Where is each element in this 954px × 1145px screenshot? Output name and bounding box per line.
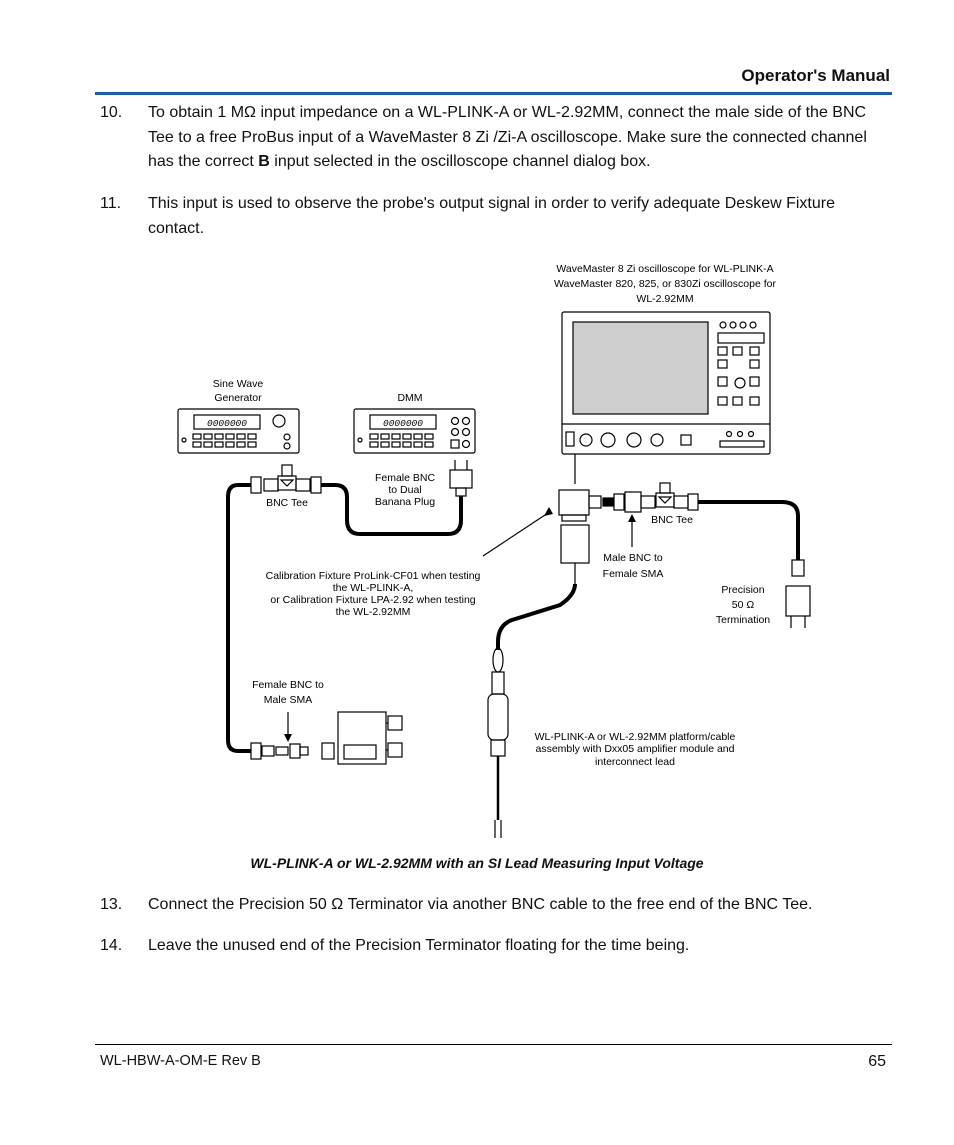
label-prec-3: Termination: [716, 614, 770, 626]
label-platform-2: assembly with Dxx05 amplifier module and: [535, 743, 734, 755]
label-cal-1: Calibration Fixture ProLink-CF01 when te…: [266, 570, 481, 582]
label-sine-2: Generator: [214, 392, 262, 404]
header-rule: [95, 92, 892, 95]
step-14: 14. Leave the unused end of the Precisio…: [100, 934, 890, 959]
cable-fixture-to-probe: [496, 583, 577, 650]
figure-caption: WL-PLINK-A or WL-2.92MM with an SI Lead …: [250, 855, 704, 871]
sine-wave-generator: [177, 408, 300, 454]
footer-doc-id: WL-HBW-A-OM-E Rev B: [100, 1053, 261, 1069]
label-prec-2: 50 Ω: [732, 599, 755, 611]
label-platform-3: interconnect lead: [595, 756, 675, 768]
label-fbnc-3: Banana Plug: [375, 496, 435, 508]
step-13: 13. Connect the Precision 50 Ω Terminato…: [100, 893, 890, 918]
label-male-bnc-2: Female SMA: [603, 568, 664, 580]
label-fsma-1: Female BNC to: [252, 679, 324, 691]
banana-plug: [449, 460, 473, 497]
label-bnc-tee-right: BNC Tee: [651, 514, 693, 526]
step-text: Leave the unused end of the Precision Te…: [148, 937, 690, 954]
bnc-tee-left: [250, 464, 322, 494]
step-11: 11. This input is used to observe the pr…: [100, 192, 890, 241]
step-number: 10.: [100, 104, 123, 121]
label-scope-2: WaveMaster 820, 825, or 830Zi oscillosco…: [554, 278, 776, 290]
step-text: Connect the Precision 50 Ω Terminator vi…: [148, 896, 813, 913]
sine-generator-display: [193, 414, 261, 430]
header-title: Operator's Manual: [741, 66, 890, 85]
label-fsma-2: Male SMA: [264, 694, 312, 706]
precision-termination: [785, 559, 811, 628]
label-fbnc-2: to Dual: [388, 484, 421, 496]
male-bnc-adapter: [588, 491, 642, 513]
arrow-calibration-fixture: [482, 512, 549, 557]
label-scope-1: WaveMaster 8 Zi oscilloscope for WL-PLIN…: [556, 263, 773, 275]
footer-rule: [95, 1044, 892, 1045]
oscilloscope-knobs: [565, 321, 765, 448]
cable-tee-to-termination: [698, 500, 800, 560]
label-scope-3: WL-2.92MM: [636, 293, 693, 305]
label-prec-1: Precision: [721, 584, 764, 596]
platform-cable-assembly: [487, 647, 509, 838]
label-cal-4: the WL-2.92MM: [336, 606, 411, 618]
sine-display-text: 0000000: [207, 418, 247, 429]
female-bnc-to-male-sma: [250, 742, 335, 760]
cable-generator-to-fixture: [226, 483, 251, 753]
dmm: [353, 408, 476, 454]
dmm-display: [369, 414, 437, 430]
cable-tee-to-dmm: [321, 483, 463, 536]
label-cal-3: or Calibration Fixture LPA-2.92 when tes…: [270, 594, 475, 606]
step-number: 13.: [100, 896, 123, 913]
label-bnc-tee-left: BNC Tee: [266, 497, 308, 509]
step-text: This input is used to observe the probe'…: [148, 195, 835, 237]
label-dmm: DMM: [397, 392, 422, 404]
page-number: 65: [868, 1053, 886, 1070]
calibration-fixture: [558, 489, 590, 584]
label-cal-2: the WL-PLINK-A,: [333, 582, 414, 594]
dmm-display-text: 0000000: [383, 418, 423, 429]
oscilloscope: [561, 311, 771, 455]
step-number: 11.: [100, 195, 122, 212]
fixture-module: [337, 711, 403, 765]
step-text: To obtain 1 MΩ input impedance on a WL-P…: [148, 104, 867, 170]
label-male-bnc-1: Male BNC to: [603, 552, 663, 564]
label-fbnc-1: Female BNC: [375, 472, 436, 484]
label-sine-1: Sine Wave: [213, 378, 264, 390]
bnc-tee-right: [640, 482, 699, 511]
step-number: 14.: [100, 937, 123, 954]
label-platform-1: WL-PLINK-A or WL-2.92MM platform/cable: [535, 731, 736, 743]
oscilloscope-screen: [572, 321, 709, 415]
step-10: 10. To obtain 1 MΩ input impedance on a …: [100, 101, 890, 175]
